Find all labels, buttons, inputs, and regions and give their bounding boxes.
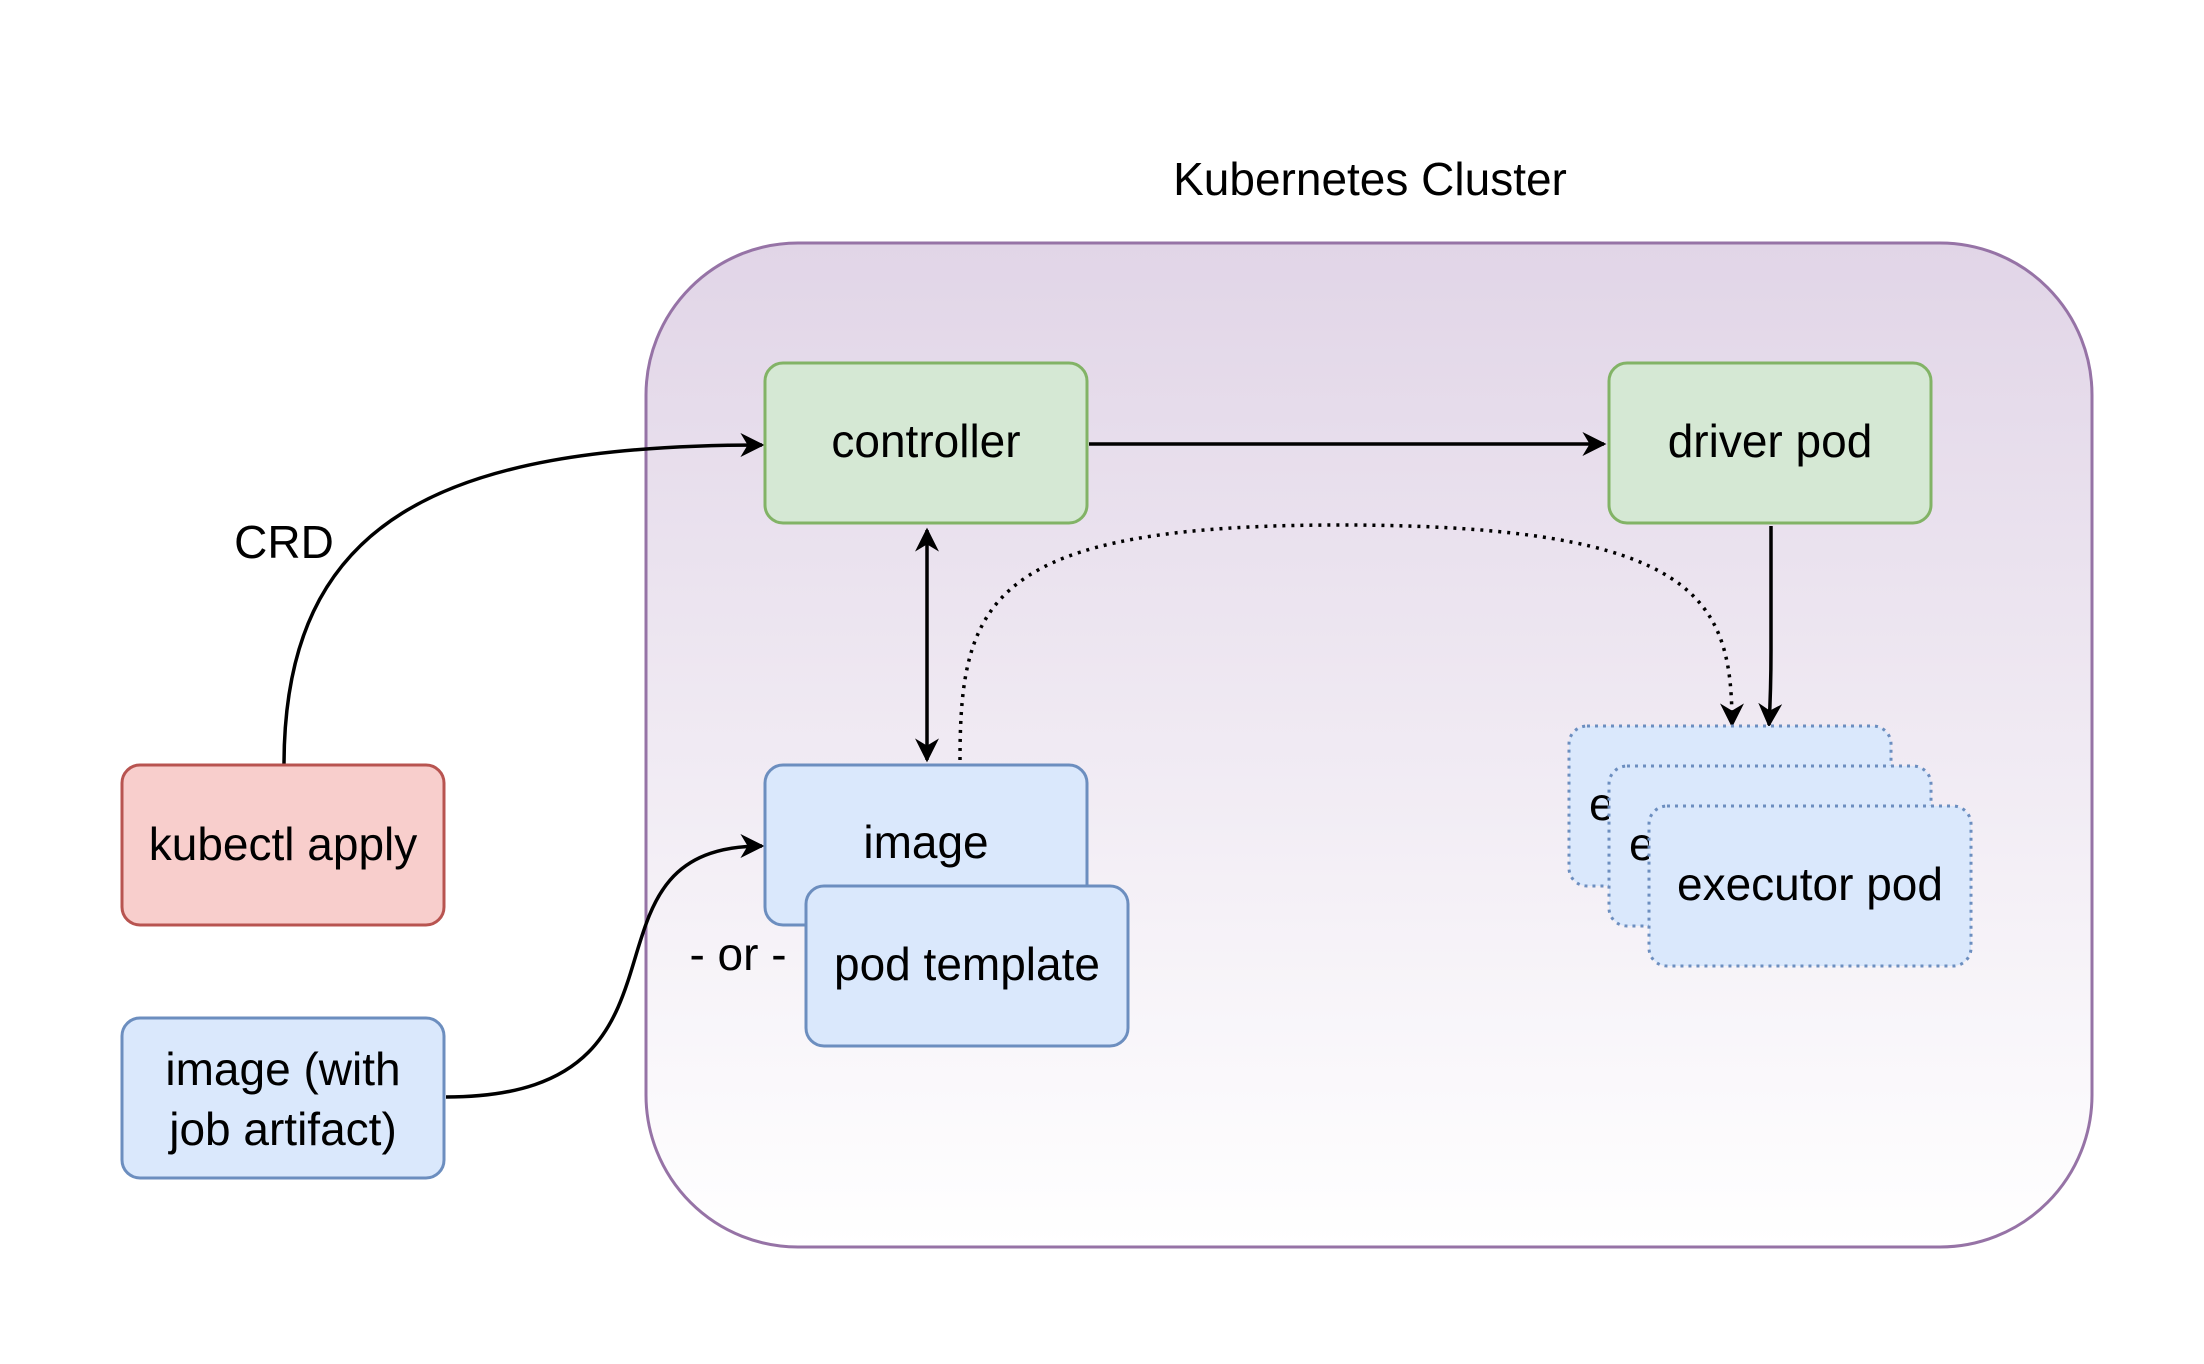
image-job-label-line1: image (with [165,1043,400,1095]
pod-template-node: pod template [804,884,1130,1048]
template-to-executor-dotted-edge [958,523,1744,761]
image-job-label-line2: job artifact) [167,1103,397,1155]
executor-front-label: executor pod [1677,858,1943,910]
executor-pod-front: executor pod [1647,804,1973,968]
job-image-edge [445,834,765,1099]
crd-label: CRD [234,516,334,568]
image-label: image [863,816,988,868]
controller-label: controller [831,415,1020,467]
controller-node: controller [763,361,1089,525]
driver-to-executor-edge [1758,526,1783,728]
driver-pod-node: driver pod [1607,361,1933,525]
pod-template-label: pod template [834,938,1100,990]
kubectl-apply-label: kubectl apply [149,818,418,870]
cluster-title: Kubernetes Cluster [1173,153,1567,205]
crd-edge [282,433,765,766]
kubectl-apply-node: kubectl apply [120,763,446,927]
driver-pod-label: driver pod [1668,415,1873,467]
image-with-job-artifact-node: image (with job artifact) [120,1016,446,1180]
or-label: - or - [689,928,786,980]
